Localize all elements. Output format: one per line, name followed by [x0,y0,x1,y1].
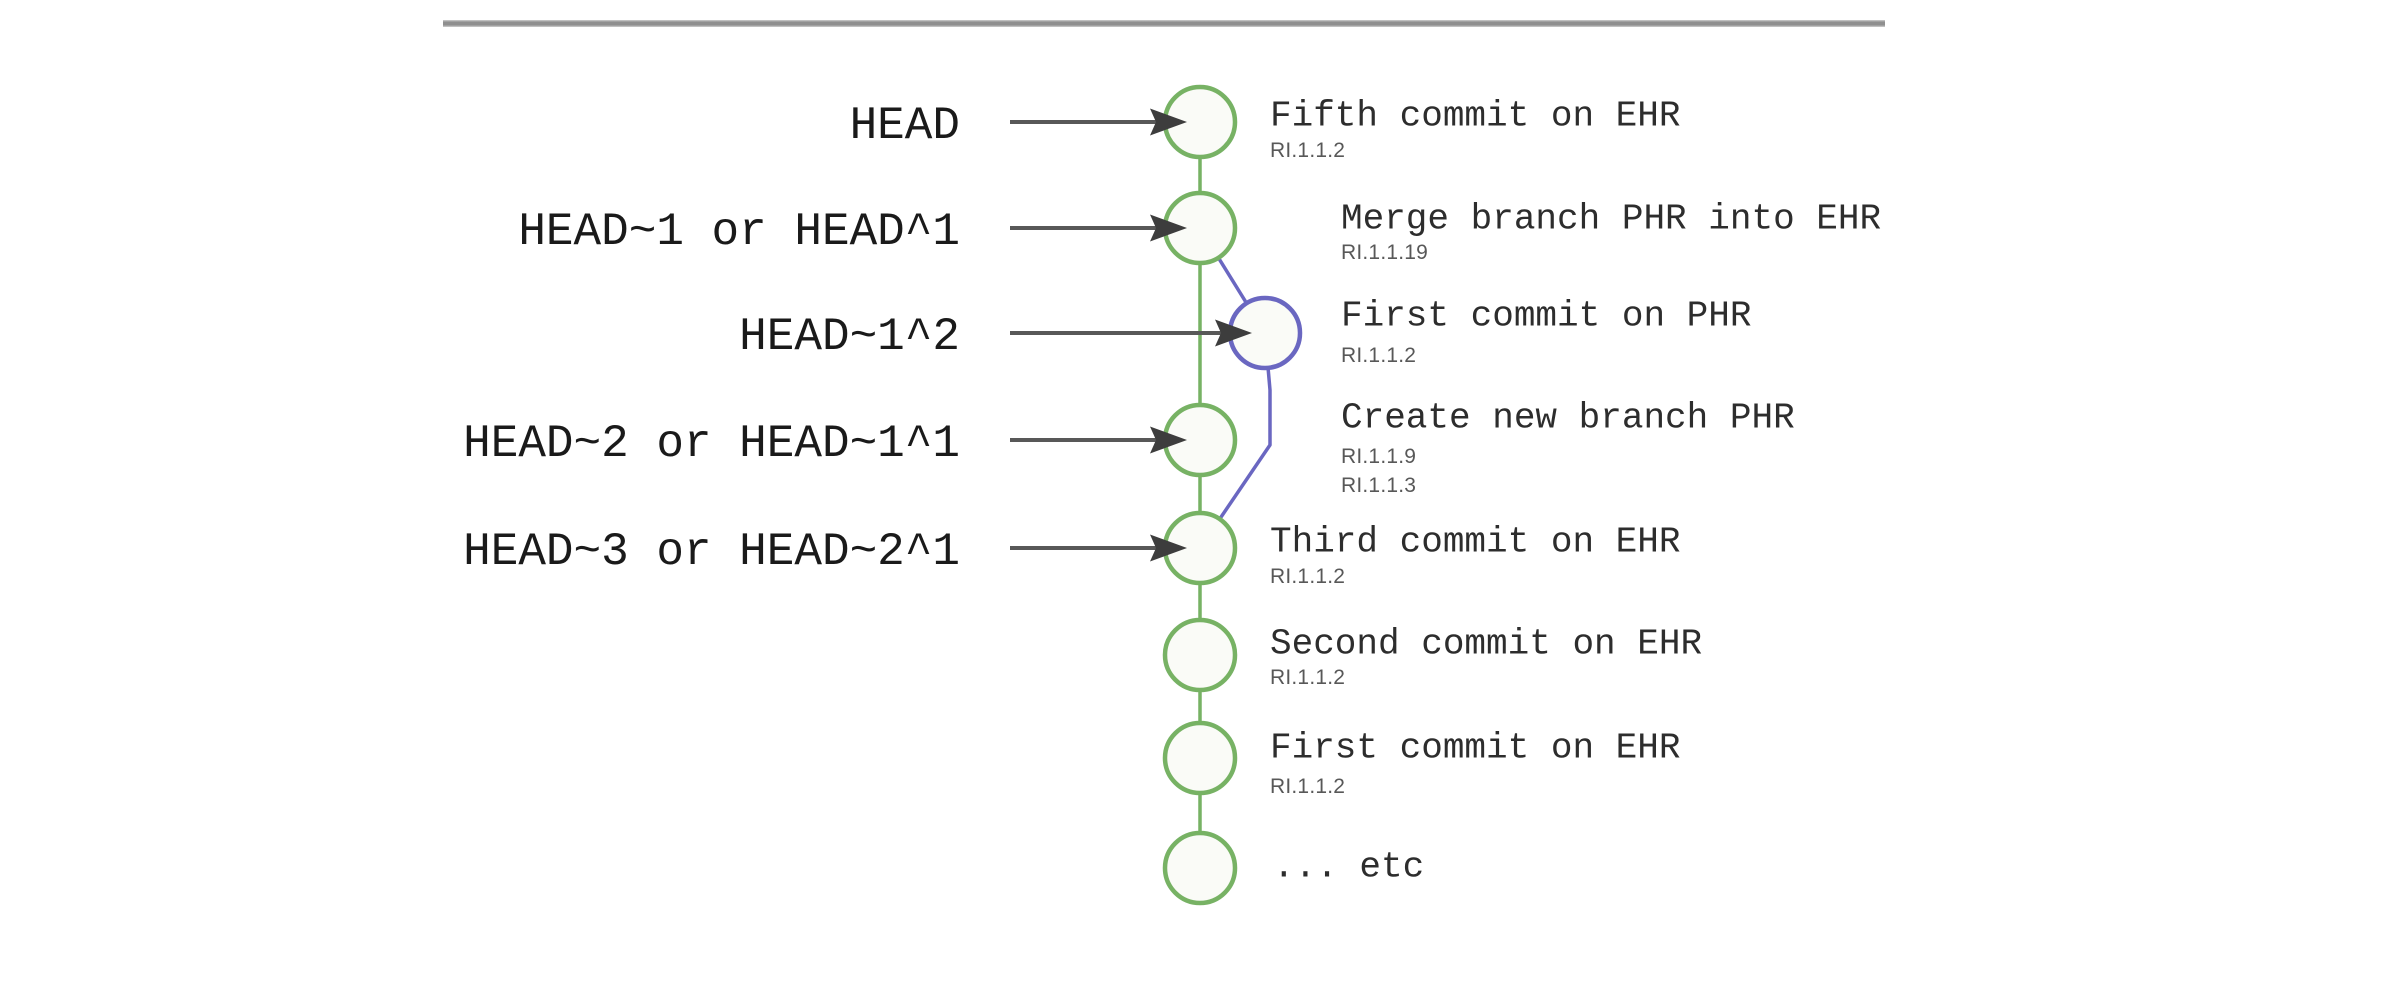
branch-line-phr [1198,227,1272,549]
commit-title: First commit on EHR [1270,727,1681,769]
ref-label: HEAD~1 or HEAD^1 [518,206,960,258]
commit-title: Create new branch PHR [1341,397,1795,439]
commit-id: RI.1.1.2 [1270,775,1346,798]
commit-title: Fifth commit on EHR [1270,95,1681,137]
ref-label: HEAD [849,100,960,152]
commit-id: RI.1.1.2 [1270,565,1346,588]
commit-id: RI.1.1.2 [1341,344,1417,367]
ref-arrow-head-1 [1010,214,1187,242]
commit-node-second-ehr [1162,617,1238,693]
commit-id: RI.1.1.2 [1270,666,1346,689]
commit-title: Second commit on EHR [1270,623,1703,665]
commit-title: Merge branch PHR into EHR [1341,198,1882,240]
ref-label: HEAD~3 or HEAD~2^1 [463,526,960,578]
commit-id: RI.1.1.3 [1341,474,1417,497]
top-divider [443,20,1885,27]
commit-id: RI.1.1.2 [1270,139,1346,162]
ref-arrow-head-1-2 [1010,319,1252,347]
ref-arrow-head [1010,108,1187,136]
commit-id: RI.1.1.9 [1341,445,1417,468]
commit-title: First commit on PHR [1341,295,1752,337]
ref-label: HEAD~2 or HEAD~1^1 [463,418,960,470]
commit-node-etc [1162,830,1238,906]
commit-node-first-ehr [1162,720,1238,796]
ref-arrow-head-3 [1010,534,1187,562]
ref-arrow-head-2 [1010,426,1187,454]
commit-id: RI.1.1.19 [1341,241,1429,264]
commit-title: Third commit on EHR [1270,521,1681,563]
ref-label: HEAD~1^2 [739,311,960,363]
commit-title: ... etc [1273,846,1425,888]
